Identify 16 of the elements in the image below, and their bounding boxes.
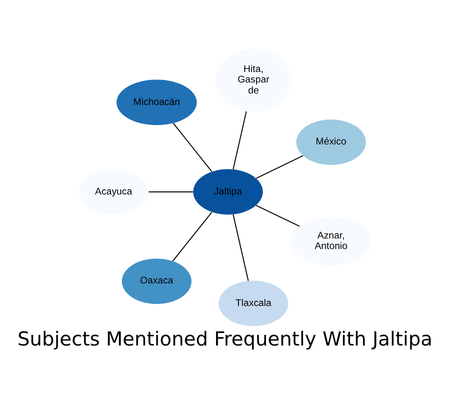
node-ellipse: Aznar, Antonio [290,216,372,266]
connector [256,204,300,226]
node-ellipse: Oaxaca [122,258,192,304]
node-ellipse: México [296,118,366,164]
connector [232,110,247,170]
connector [172,122,212,172]
node-ellipse: Acayuca [78,168,148,214]
diagram-title: Subjects Mentioned Frequently With Jaltipa [18,326,432,350]
node-ellipse: Hita, Gaspar de [215,48,292,112]
node-ellipse: Tlaxcala [218,280,288,326]
node-ellipse: Michoacán [116,79,197,125]
connector [232,213,249,281]
connector [172,211,212,262]
connector [148,190,194,192]
node-ellipse: Jaltipa [193,168,263,214]
connector [256,154,304,178]
